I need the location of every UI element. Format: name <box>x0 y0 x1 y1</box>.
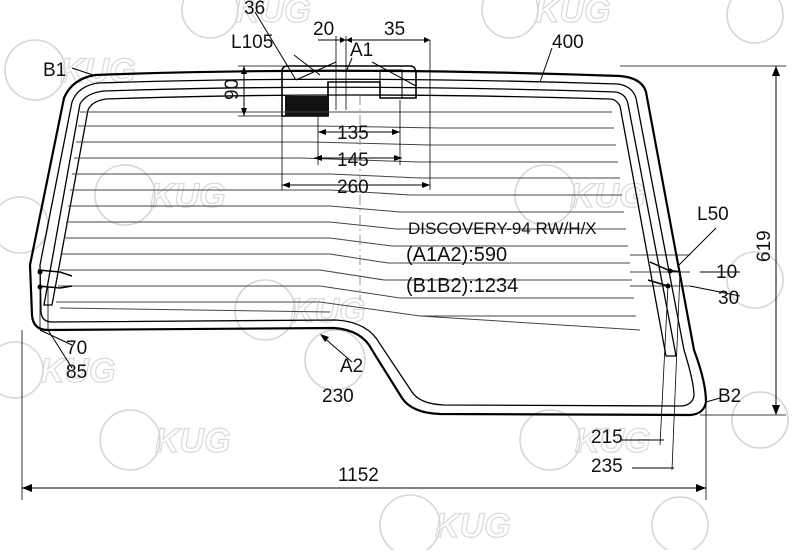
stop-lamp-area <box>281 65 417 117</box>
dim-90-label: 90 <box>222 79 243 100</box>
watermark-text: KUG <box>40 352 116 390</box>
point-a2-label: A2 <box>340 356 363 377</box>
dim-35-label: 35 <box>384 19 405 40</box>
model-b1b2: (B1B2):1234 <box>406 275 518 297</box>
glass-outline <box>28 69 708 417</box>
model-name: DISCOVERY-94 RW/H/X <box>408 219 597 238</box>
watermark-text: KUG <box>235 0 311 30</box>
point-b1-label: B1 <box>43 60 66 81</box>
watermark-text: KUG <box>150 177 226 215</box>
watermark-text: KUG <box>290 292 366 330</box>
dim-400-label: 400 <box>552 32 584 53</box>
watermark-text: KUG <box>575 422 651 460</box>
dim-235-label: 235 <box>591 456 623 477</box>
watermark-text: KUG <box>60 52 136 90</box>
dim-260-label: 260 <box>337 177 369 198</box>
point-b2-label: B2 <box>718 386 741 407</box>
point-a1-label: A1 <box>350 40 373 61</box>
dim-36-label: 36 <box>244 0 265 19</box>
dim-70-label: 70 <box>66 338 87 359</box>
dim-145-label: 145 <box>337 150 369 171</box>
watermark-text: KUG <box>535 0 611 30</box>
model-a1a2: (A1A2):590 <box>406 244 507 266</box>
dimension-labels: 36 20 35 L105 A1 400 B1 90 135 145 260 L… <box>43 0 775 486</box>
watermark-text: KUG <box>570 177 646 215</box>
watermark-text: KUG <box>435 507 511 545</box>
dim-135-label: 135 <box>337 123 369 144</box>
dim-l50-label: L50 <box>697 204 729 225</box>
dim-10-label: 10 <box>716 262 737 283</box>
dim-215-label: 215 <box>591 427 623 448</box>
dim-l105-label: L105 <box>231 32 273 53</box>
heater-lines <box>56 95 641 331</box>
dim-1152-label: 1152 <box>338 465 379 486</box>
dim-30-label: 30 <box>718 288 739 309</box>
dimension-lines <box>21 11 786 500</box>
watermark-text: KUG <box>155 422 231 460</box>
model-info: DISCOVERY-94 RW/H/X (A1A2):590 (B1B2):12… <box>406 219 597 297</box>
dim-230-label: 230 <box>322 386 354 407</box>
dim-619-label: 619 <box>754 230 775 262</box>
dim-85-label: 85 <box>66 362 87 383</box>
left-terminal <box>37 269 73 330</box>
dim-20-label: 20 <box>313 19 334 40</box>
